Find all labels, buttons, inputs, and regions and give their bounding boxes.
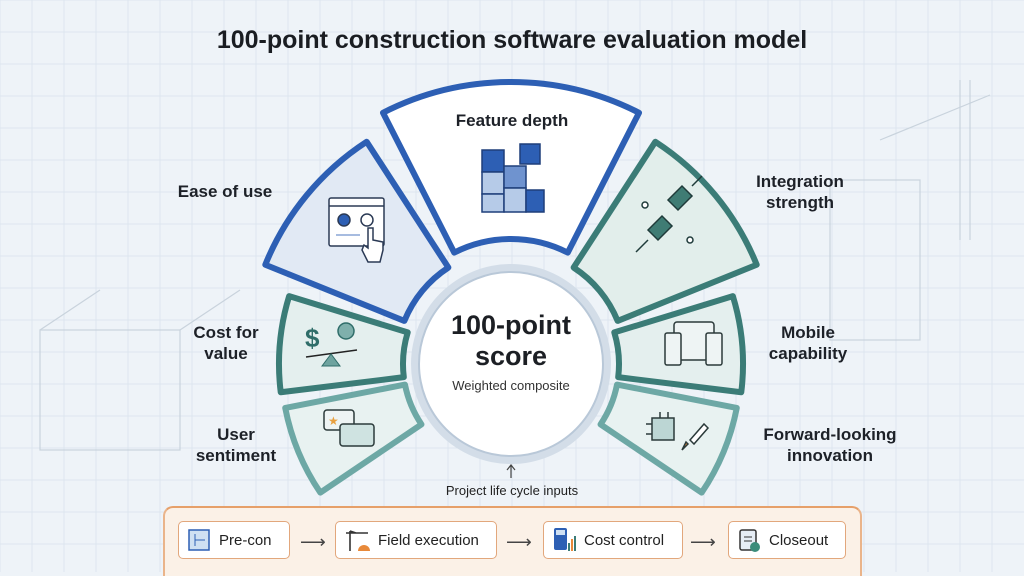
label-line: strength xyxy=(766,193,834,212)
label-line: User xyxy=(217,425,255,444)
dollar-scale-icon: $ xyxy=(305,322,358,367)
svg-text:★: ★ xyxy=(328,414,339,428)
lifecycle-label: Project life cycle inputs xyxy=(445,483,579,498)
label-line: Mobile xyxy=(781,323,835,342)
center-subtitle: Weighted composite xyxy=(452,378,570,393)
arrow-right-icon: ⟶ xyxy=(506,532,532,552)
criterion-integration-strength: Integration strength xyxy=(740,171,860,213)
label-line: value xyxy=(204,344,248,363)
label-line: Integration xyxy=(756,172,844,191)
crane-sketch xyxy=(39,80,991,451)
criterion-forward-looking-innovation: Forward-looking innovation xyxy=(750,424,910,466)
step-label: Pre-con xyxy=(219,531,272,549)
label-line: capability xyxy=(768,344,848,363)
blueprint-icon xyxy=(188,529,210,551)
criterion-feature-depth: Feature depth xyxy=(455,111,569,130)
step-label: Cost control xyxy=(584,531,665,549)
label-line: Cost for xyxy=(193,323,259,342)
label-line: sentiment xyxy=(195,446,277,465)
plug-icon xyxy=(635,175,703,253)
criterion-ease-of-use: Ease of use xyxy=(177,182,273,201)
arrow-up-icon xyxy=(506,464,516,471)
step-pre-con: Pre-con xyxy=(178,521,290,559)
criterion-mobile-capability: Mobile capability xyxy=(758,322,858,364)
calculator-icon xyxy=(554,528,576,551)
step-closeout: Closeout xyxy=(728,521,846,559)
arrow-right-icon: ⟶ xyxy=(300,532,326,552)
label-line: innovation xyxy=(787,446,873,465)
chat-review-icon: ★ xyxy=(323,409,375,447)
clipboard-check-icon xyxy=(739,529,760,552)
arrow-right-icon: ⟶ xyxy=(690,532,716,552)
label-line: Forward-looking xyxy=(763,425,897,444)
center-title-line: 100-point xyxy=(450,310,571,340)
crane-icon xyxy=(346,530,370,551)
chip-rocket-icon xyxy=(646,412,710,451)
page-title: 100-point construction software evaluati… xyxy=(216,26,808,54)
criterion-user-sentiment: User sentiment xyxy=(186,424,286,466)
devices-icon xyxy=(664,321,723,366)
criterion-cost-for-value: Cost for value xyxy=(176,322,276,364)
center-title-line: score xyxy=(474,341,548,371)
step-label: Field execution xyxy=(378,531,479,549)
puzzle-icon xyxy=(481,143,545,213)
svg-text:$: $ xyxy=(305,323,320,353)
ui-click-icon xyxy=(328,197,385,263)
step-label: Closeout xyxy=(769,531,829,549)
wedge-cost-for-value xyxy=(276,293,411,396)
step-field-execution: Field execution xyxy=(335,521,497,559)
center-circle xyxy=(418,271,604,457)
step-cost-control: Cost control xyxy=(543,521,683,559)
